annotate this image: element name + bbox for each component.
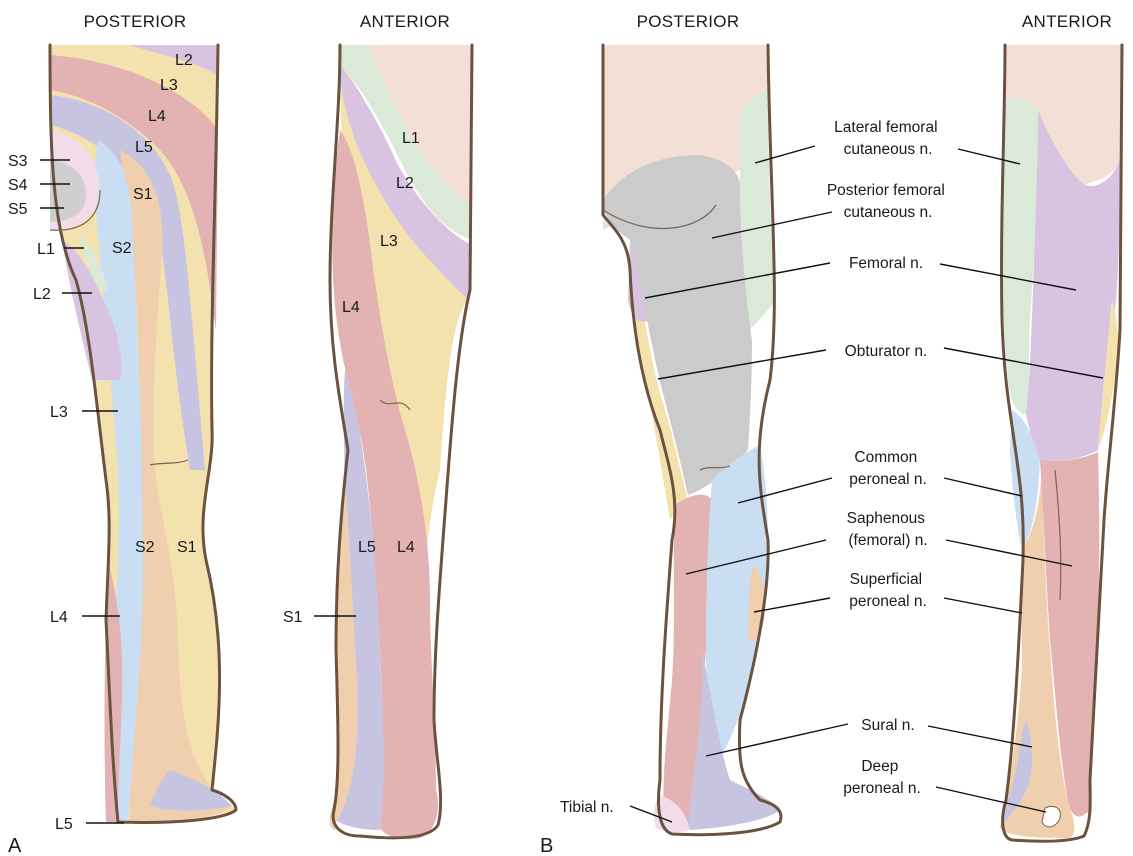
panel-b-posterior-title: POSTERIOR <box>637 12 740 31</box>
segment-label: L4 <box>342 299 360 316</box>
segment-label: L2 <box>175 52 193 69</box>
segment-label: L3 <box>380 233 398 250</box>
nerve-label-posterior-femoral: Posterior femoral cutaneous n. <box>827 182 949 221</box>
callout-label: L2 <box>33 286 51 303</box>
panel-a-posterior-leg <box>50 45 236 823</box>
segment-label: S1 <box>133 186 153 203</box>
segment-label: S2 <box>135 539 155 556</box>
nerve-label-lateral-femoral: Lateral femoral cutaneous n. <box>834 119 942 158</box>
segment-label: L3 <box>160 77 178 94</box>
panel-letter-b: B <box>540 835 553 856</box>
segment-label: L1 <box>402 130 420 147</box>
callout-label: L1 <box>37 241 55 258</box>
segment-label: S1 <box>177 539 197 556</box>
segment-label: L4 <box>148 108 166 125</box>
nerve-label-common-peroneal: Common peroneal n. <box>849 449 927 488</box>
callout-label: S4 <box>8 177 28 194</box>
leader-line <box>944 598 1022 613</box>
panel-a-anterior-title: ANTERIOR <box>360 12 450 31</box>
callout-label: S5 <box>8 201 28 218</box>
nerve-label-saphenous: Saphenous (femoral) n. <box>847 510 930 549</box>
leader-line <box>944 478 1022 496</box>
nerve-label-superficial-peroneal: Superficial peroneal n. <box>849 571 927 610</box>
panel-b-anterior-leg <box>1000 45 1122 841</box>
nerve-label-sural: Sural n. <box>861 717 914 734</box>
nerve-label-obturator: Obturator n. <box>845 343 928 360</box>
panel-b-posterior-leg <box>603 45 781 835</box>
zone-posterior-femoral <box>603 155 752 495</box>
panel-a-anterior-leg <box>330 45 472 839</box>
segment-label: L5 <box>135 139 153 156</box>
panel-letter-a: A <box>8 835 22 856</box>
segment-label: L2 <box>396 175 414 192</box>
callout-label: S1 <box>283 609 303 626</box>
callout-label: S3 <box>8 153 28 170</box>
panel-a-posterior-title: POSTERIOR <box>84 12 187 31</box>
callout-label: L5 <box>55 816 73 833</box>
nerve-label-tibial: Tibial n. <box>560 799 614 816</box>
segment-label: L4 <box>397 539 415 556</box>
segment-label: S2 <box>112 240 132 257</box>
callout-label: L4 <box>50 609 68 626</box>
segment-label: L5 <box>358 539 376 556</box>
nerve-label-femoral: Femoral n. <box>849 255 923 272</box>
nerve-label-deep-peroneal: Deep peroneal n. <box>843 758 921 797</box>
panel-b-anterior-title: ANTERIOR <box>1022 12 1112 31</box>
callout-label: L3 <box>50 404 68 421</box>
